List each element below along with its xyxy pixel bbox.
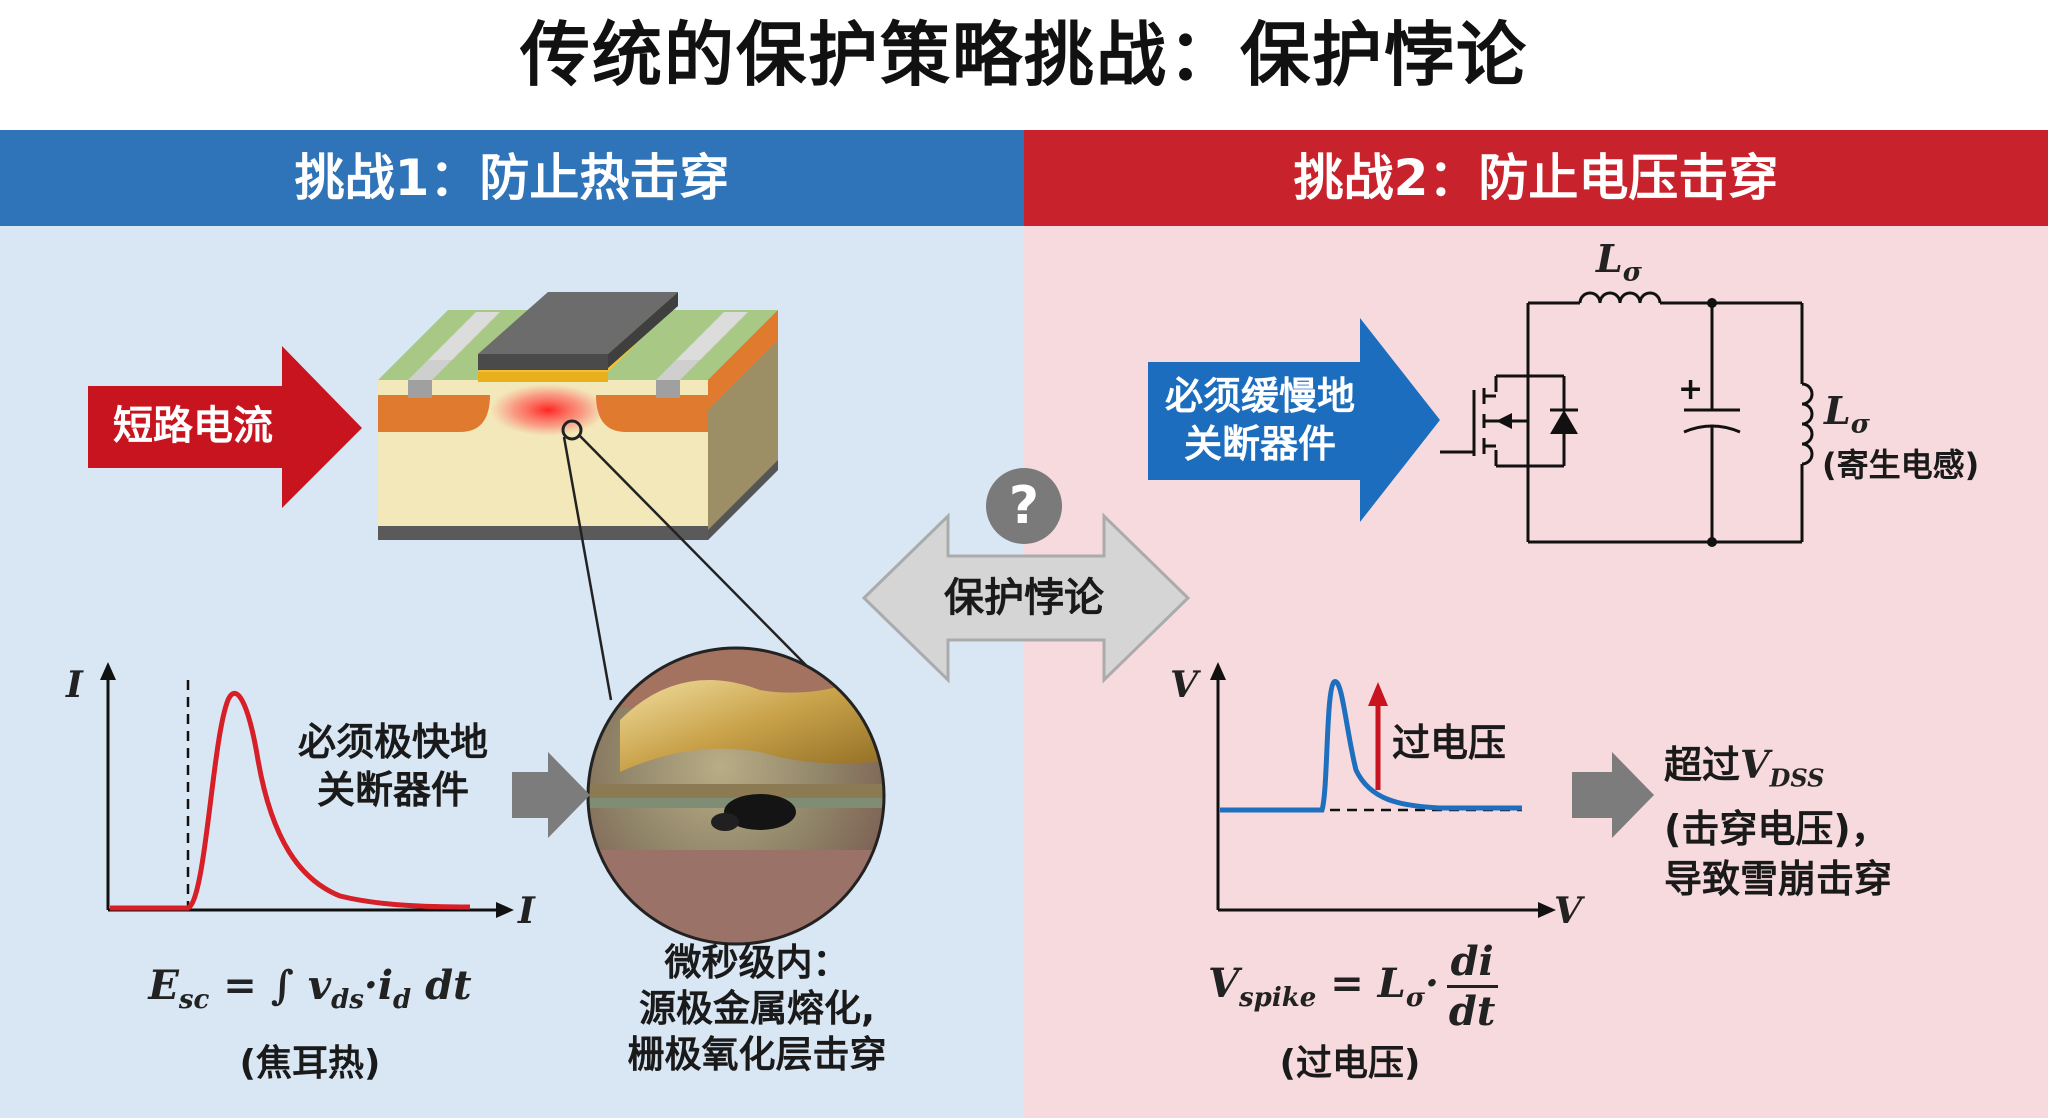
overvoltage-label: 过电压 xyxy=(1392,721,1507,765)
parasitic-inductance-note: (寄生电感) xyxy=(1822,446,1980,484)
voltage-curve xyxy=(1220,679,1522,813)
current-curve xyxy=(110,690,471,911)
right-arrow-icon xyxy=(512,752,590,838)
v-graph-y-label: V xyxy=(1170,664,1198,706)
voltage-spike-graph xyxy=(1210,662,1556,918)
short-circuit-arrow xyxy=(88,346,362,508)
slow-turnoff-line2: 关断器件 xyxy=(1183,422,1336,466)
challenge-1-header: 挑战1：防止热击穿 xyxy=(0,130,1024,226)
overvoltage-arrow xyxy=(1368,682,1388,706)
failure-photo xyxy=(586,646,886,946)
right-arrow-icon xyxy=(1572,752,1654,838)
damage-line2: 源极金属熔化, xyxy=(638,987,876,1030)
capacitor-plus-sign: + xyxy=(1678,372,1704,407)
challenge-2-header: 挑战2：防止电压击穿 xyxy=(1024,130,2048,226)
joule-heat-caption: (焦耳热) xyxy=(239,1043,381,1084)
slow-turnoff-line1: 必须缓慢地 xyxy=(1164,374,1355,418)
damage-line1: 微秒级内： xyxy=(664,941,850,984)
damage-description: 微秒级内： 源极金属熔化, 栅极氧化层击穿 xyxy=(592,940,922,1078)
question-mark: ? xyxy=(1008,476,1040,536)
chip-cross-section xyxy=(378,292,861,721)
graph-y-axis-label: I xyxy=(66,664,83,706)
page-title: 传统的保护策略挑战：保护悖论 xyxy=(520,14,1528,96)
spike-voltage-formula: Vspike = Lσ· di dt xyxy=(1208,938,1518,1035)
left-panel xyxy=(0,130,1024,1118)
v-graph-x-label: V xyxy=(1554,890,1582,932)
joule-energy-formula: Esc = ∫ vds·id dt xyxy=(148,962,472,1015)
circuit-diagram xyxy=(1440,291,1814,544)
result-line2: (击穿电压)， xyxy=(1664,806,1889,851)
right-inductor-label: Lσ xyxy=(1824,388,1870,440)
result-line3: 导致雪崩击穿 xyxy=(1664,856,1893,901)
paradox-double-arrow xyxy=(861,512,1191,684)
fast-turnoff-line2: 关断器件 xyxy=(316,768,469,812)
fast-turnoff-line1: 必须极快地 xyxy=(297,720,488,764)
result-line1: 超过VDSS xyxy=(1664,742,1825,793)
avalanche-result-text: 超过VDSS (击穿电压)， 导致雪崩击穿 xyxy=(1664,740,1964,904)
right-panel xyxy=(1024,130,2048,1118)
top-inductor-label: Lσ xyxy=(1596,236,1642,288)
slow-turnoff-arrow xyxy=(1148,318,1440,522)
current-pulse-graph xyxy=(100,662,514,918)
question-circle-icon xyxy=(986,468,1062,544)
short-circuit-label: 短路电流 xyxy=(113,403,273,449)
paradox-label: 保护悖论 xyxy=(944,575,1104,621)
slow-turnoff-text: 必须缓慢地 关断器件 xyxy=(1150,372,1370,468)
damage-line3: 栅极氧化层击穿 xyxy=(627,1033,887,1076)
fast-turnoff-text: 必须极快地 关断器件 xyxy=(268,718,518,814)
overvoltage-caption: (过电压) xyxy=(1279,1043,1421,1084)
graph-x-axis-label: I xyxy=(518,890,535,932)
